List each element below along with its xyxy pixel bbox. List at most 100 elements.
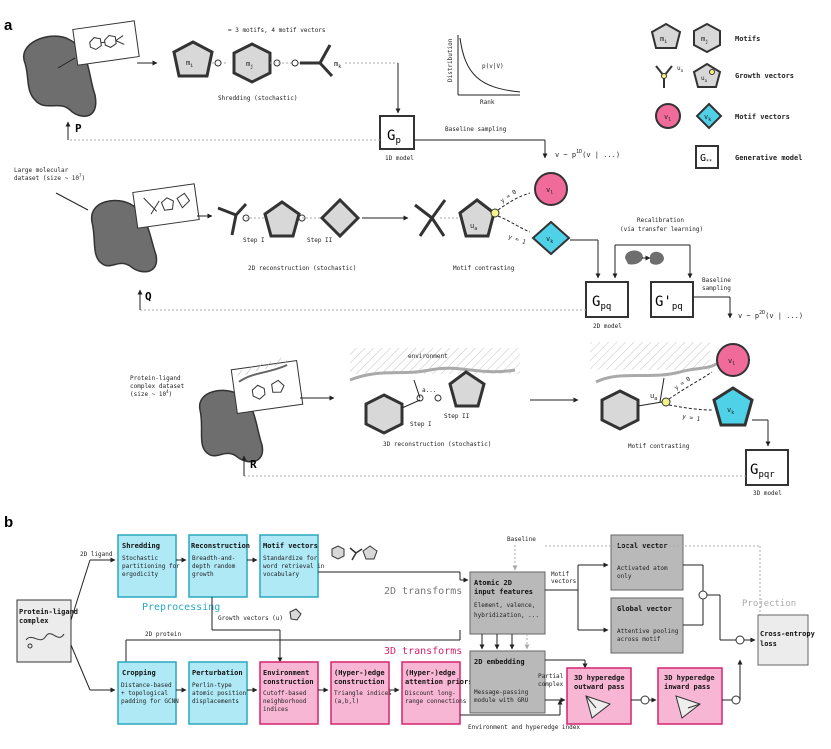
molecule-thumb-3 [230, 360, 304, 414]
legend-ua: u [677, 65, 681, 72]
svg-text:mj: mj [246, 60, 253, 70]
shredding-note: = 3 motifs, 4 motif vectors [228, 27, 326, 34]
reconstruction-l3: growth [192, 571, 214, 578]
svg-text:(size ~ 104): (size ~ 104) [130, 389, 172, 398]
baseline-2d-1: Baseline [702, 277, 731, 284]
atomic-title2: input features [474, 588, 533, 596]
legend-vl-icon [655, 103, 681, 129]
y1-2d: y = 1 [507, 233, 527, 246]
abc-label: a... [422, 387, 436, 394]
vl-3d [716, 343, 750, 377]
model-2d-sub: pq [600, 302, 611, 312]
baseline-2d-2: sampling [702, 285, 731, 292]
hyperedge-title1: (Hyper-)edge [334, 669, 385, 677]
q-label: Q [145, 290, 152, 303]
motif-mi [172, 40, 214, 78]
svg-text:vl: vl [664, 113, 671, 123]
box-inward: 3D hyperedge inward pass [657, 667, 723, 725]
model-2d-caption: 2D model [593, 323, 622, 330]
motif-vectors-l3: vocabulary [263, 571, 300, 578]
step1-2d: Step I [243, 237, 265, 244]
legend-growth: Growth vectors [735, 72, 794, 80]
step2-3d: Step II [444, 413, 470, 420]
svg-text:ua: ua [701, 75, 708, 83]
dist-ylabel: Distribution [447, 38, 454, 82]
y1-3d: y = 1 [682, 413, 701, 423]
shredding-title: Shredding [122, 542, 160, 550]
global-title: Global vector [617, 605, 672, 613]
atomic-title1: Atomic 2D [474, 579, 512, 587]
baseline-1d: Baseline sampling [445, 126, 507, 133]
motif-mk-sub: k [338, 64, 341, 70]
box-cropping: Cropping Distance-based + topological pa… [117, 661, 179, 725]
svg-text:ua: ua [650, 392, 657, 402]
motif-mk [300, 44, 334, 78]
model-1d-sub: p [395, 136, 400, 146]
protein-ds-3: (size ~ 10 [130, 391, 167, 398]
model-3d-main: G [750, 462, 758, 478]
recal-2: (via transfer learning) [620, 226, 703, 233]
vk-2d-label: v [546, 235, 550, 243]
legend-vk-icon [695, 102, 723, 130]
motif-vectors-l1: Standardize for [263, 555, 318, 562]
svg-text:mj: mj [701, 35, 708, 45]
model-2d-box [585, 281, 629, 318]
svg-text:Gpqr: Gpqr [750, 462, 775, 480]
legend-vl: v [664, 113, 668, 121]
reconstruction-title: Reconstruction [191, 542, 250, 550]
v-2d: v ~ p [738, 312, 759, 320]
legend-mi-sub: i [664, 39, 667, 45]
recon-3d-pentagon [448, 370, 486, 408]
molecule-thumb-2 [132, 183, 200, 229]
input-1: Protein-ligand [19, 608, 78, 616]
env-hyper-label: Environment and hyperedge index [468, 724, 580, 731]
legend-mj: m [701, 35, 705, 43]
local-l1: Activated atom [617, 565, 668, 572]
motif-vectors-title: Motif vectors [263, 542, 318, 550]
motif-mini-icons [331, 545, 378, 561]
legend-mj-sub: j [705, 39, 708, 45]
motif-mj-sub: j [250, 64, 253, 70]
large-dataset-3: ) [81, 175, 85, 182]
svg-text:dataset (size ~ 107): dataset (size ~ 107) [14, 173, 85, 182]
shredding-l1: Stochastic [122, 555, 159, 562]
legend-vl-sub: l [668, 117, 671, 123]
legend-pentagon-growth-icon [692, 62, 722, 88]
y0-2d: y = 0 [499, 188, 518, 204]
svg-text:mi: mi [186, 59, 193, 69]
ce-l1: Cross-entropy [760, 630, 816, 638]
model-2d-recal-sub: pq [672, 302, 683, 312]
row-3d: Protein-ligand complex dataset (size ~ 1… [130, 342, 789, 497]
recal-1: Recalibration [637, 217, 684, 224]
protein-ds-sup: 4 [166, 389, 169, 394]
vl-3d-label: v [728, 357, 732, 365]
perturbation-l2: atomic position [192, 690, 247, 697]
model-1d-box [379, 115, 415, 150]
dist-curve: p(v|V) [482, 63, 504, 70]
legend-hexagon-icon [693, 22, 721, 54]
legend-vk: v [704, 113, 708, 121]
hyperedge-l1: Triangle indices [334, 690, 392, 697]
hyperedge-title2: construction [334, 678, 385, 686]
attach-3d-2 [434, 394, 442, 402]
motif-contrast-3d: Motif contrasting [628, 443, 690, 450]
outward-triangle-icon [585, 695, 612, 719]
global-l2: across motif [617, 636, 661, 643]
protein-ds-2: complex dataset [130, 383, 185, 390]
legend-vk-sub: k [708, 117, 711, 123]
box-outward: 3D hyperedge outward pass [566, 667, 632, 725]
perturbation-l3: displacements [192, 698, 239, 705]
svg-text:Gpq: Gpq [592, 294, 611, 312]
motif-contrast-2d: Motif contrasting [453, 265, 515, 272]
box-motif-vectors: Motif vectors Standardize for word retri… [259, 534, 325, 598]
molecule-scribble-icon [25, 633, 65, 641]
growth-mini-icon [289, 608, 302, 621]
box-priors: (Hyper-)edge attention priors Discount l… [401, 661, 472, 725]
vl-2d [534, 172, 568, 206]
svg-text:vk: vk [704, 113, 711, 123]
activated-atom-2d [490, 208, 500, 218]
svg-text:mi: mi [660, 35, 667, 45]
legend: mi mj Motifs ua ua Growth vectors vl vk … [650, 22, 802, 169]
vl-2d-label: v [546, 186, 550, 194]
